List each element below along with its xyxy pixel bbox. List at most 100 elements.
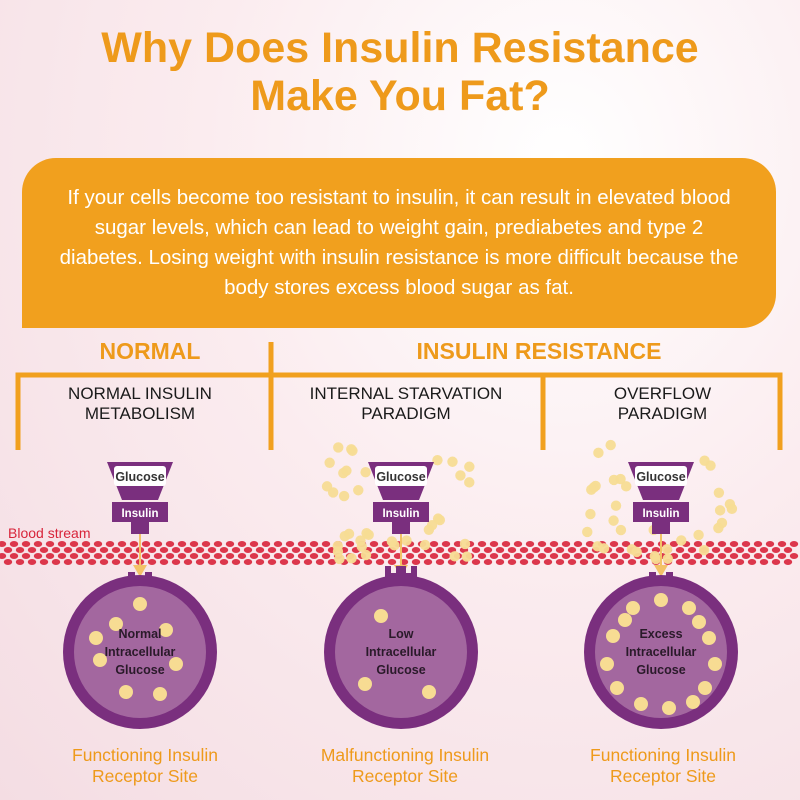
intracellular-glucose-dot (600, 657, 614, 671)
red-blood-cell (45, 541, 55, 547)
glucose-dot (461, 551, 473, 562)
red-blood-cell (369, 553, 379, 559)
red-blood-cell (411, 559, 421, 565)
glucose-dot (447, 456, 458, 467)
red-blood-cell (285, 553, 295, 559)
arrow-head-icon (133, 565, 147, 577)
red-blood-cell (471, 559, 481, 565)
red-blood-cell (207, 547, 217, 553)
caption-normal: Functioning Insulin Receptor Site (20, 745, 270, 787)
red-blood-cell (285, 541, 295, 547)
red-blood-cell (423, 559, 433, 565)
intracellular-glucose-dot (610, 681, 624, 695)
red-blood-cell (189, 541, 199, 547)
red-blood-cell (261, 553, 271, 559)
red-blood-cell (279, 547, 289, 553)
red-blood-cell (0, 553, 7, 559)
red-blood-cell (741, 541, 751, 547)
glucose-dot (705, 460, 716, 471)
glucose-dot (676, 535, 687, 546)
glucose-dot (449, 551, 460, 562)
red-blood-cell (669, 541, 679, 547)
column-heading-line: METABOLISM (84, 404, 196, 423)
red-blood-cell (303, 559, 313, 565)
red-blood-cell (21, 541, 31, 547)
intracellular-glucose-dot (686, 695, 700, 709)
red-blood-cell (723, 547, 733, 553)
red-blood-cell (477, 541, 487, 547)
red-blood-cell (213, 541, 223, 547)
glucose-dot (585, 508, 596, 520)
caption-line: Receptor Site (351, 766, 459, 786)
red-blood-cell (705, 553, 715, 559)
glucose-dot (615, 524, 627, 536)
intracellular-glucose-dot (626, 601, 640, 615)
red-blood-cell (729, 541, 739, 547)
red-blood-cell (147, 559, 157, 565)
red-blood-cell (345, 541, 355, 547)
column-heading-line: PARADIGM (617, 404, 708, 423)
red-blood-cell (9, 553, 19, 559)
red-blood-cell (759, 559, 769, 565)
page-title: Why Does Insulin Resistance Make You Fat… (0, 24, 800, 120)
red-blood-cell (99, 547, 109, 553)
red-blood-cell (153, 541, 163, 547)
red-blood-cell (63, 559, 73, 565)
red-blood-cell (195, 547, 205, 553)
red-blood-cell (549, 541, 559, 547)
red-blood-cell (201, 541, 211, 547)
header-divider-lines (15, 342, 783, 450)
red-blood-cell (483, 559, 493, 565)
red-blood-cell (129, 541, 139, 547)
red-blood-cell (477, 553, 487, 559)
red-blood-cell (261, 541, 271, 547)
red-blood-cell (561, 553, 571, 559)
red-blood-cell (45, 553, 55, 559)
glucose-dot (714, 505, 726, 516)
red-blood-cell (681, 553, 691, 559)
red-blood-cell (297, 553, 307, 559)
red-blood-cell (177, 541, 187, 547)
column-heading-line: OVERFLOW (613, 384, 712, 403)
red-blood-cell (579, 547, 589, 553)
red-blood-cell (243, 559, 253, 565)
red-blood-cell (39, 559, 49, 565)
red-blood-cell (567, 547, 577, 553)
red-blood-cell (585, 553, 595, 559)
blood-stream-label: Blood stream (8, 525, 90, 541)
red-blood-cell (183, 559, 193, 565)
red-blood-cell (303, 547, 313, 553)
caption-line: Functioning Insulin (590, 745, 736, 765)
red-blood-cell (417, 553, 427, 559)
red-blood-cell (225, 541, 235, 547)
red-blood-cell (291, 547, 301, 553)
red-blood-cell (609, 553, 619, 559)
red-blood-cell (207, 559, 217, 565)
intracellular-glucose-dot (358, 677, 372, 691)
red-blood-cell (729, 553, 739, 559)
red-blood-cell (627, 559, 637, 565)
red-blood-cell (441, 541, 451, 547)
cell-interior (74, 586, 206, 718)
intracellular-glucose-dot (169, 657, 183, 671)
red-blood-cell (411, 547, 421, 553)
glucose-dot (401, 535, 412, 546)
glucose-dot (620, 481, 632, 492)
red-blood-cell (117, 541, 127, 547)
red-blood-cell (759, 547, 769, 553)
red-blood-cell (159, 547, 169, 553)
title-line-2: Make You Fat? (250, 72, 550, 120)
red-blood-cell (765, 553, 775, 559)
red-blood-cell (609, 541, 619, 547)
caption-line: Receptor Site (609, 766, 717, 786)
red-blood-cell (171, 559, 181, 565)
red-blood-cell (495, 559, 505, 565)
red-blood-cell (159, 559, 169, 565)
glucose-dot (713, 522, 724, 534)
red-blood-cell (141, 541, 151, 547)
red-blood-cell (519, 547, 529, 553)
red-blood-cell (789, 553, 799, 559)
red-blood-cell (273, 541, 283, 547)
red-blood-cell (27, 547, 37, 553)
